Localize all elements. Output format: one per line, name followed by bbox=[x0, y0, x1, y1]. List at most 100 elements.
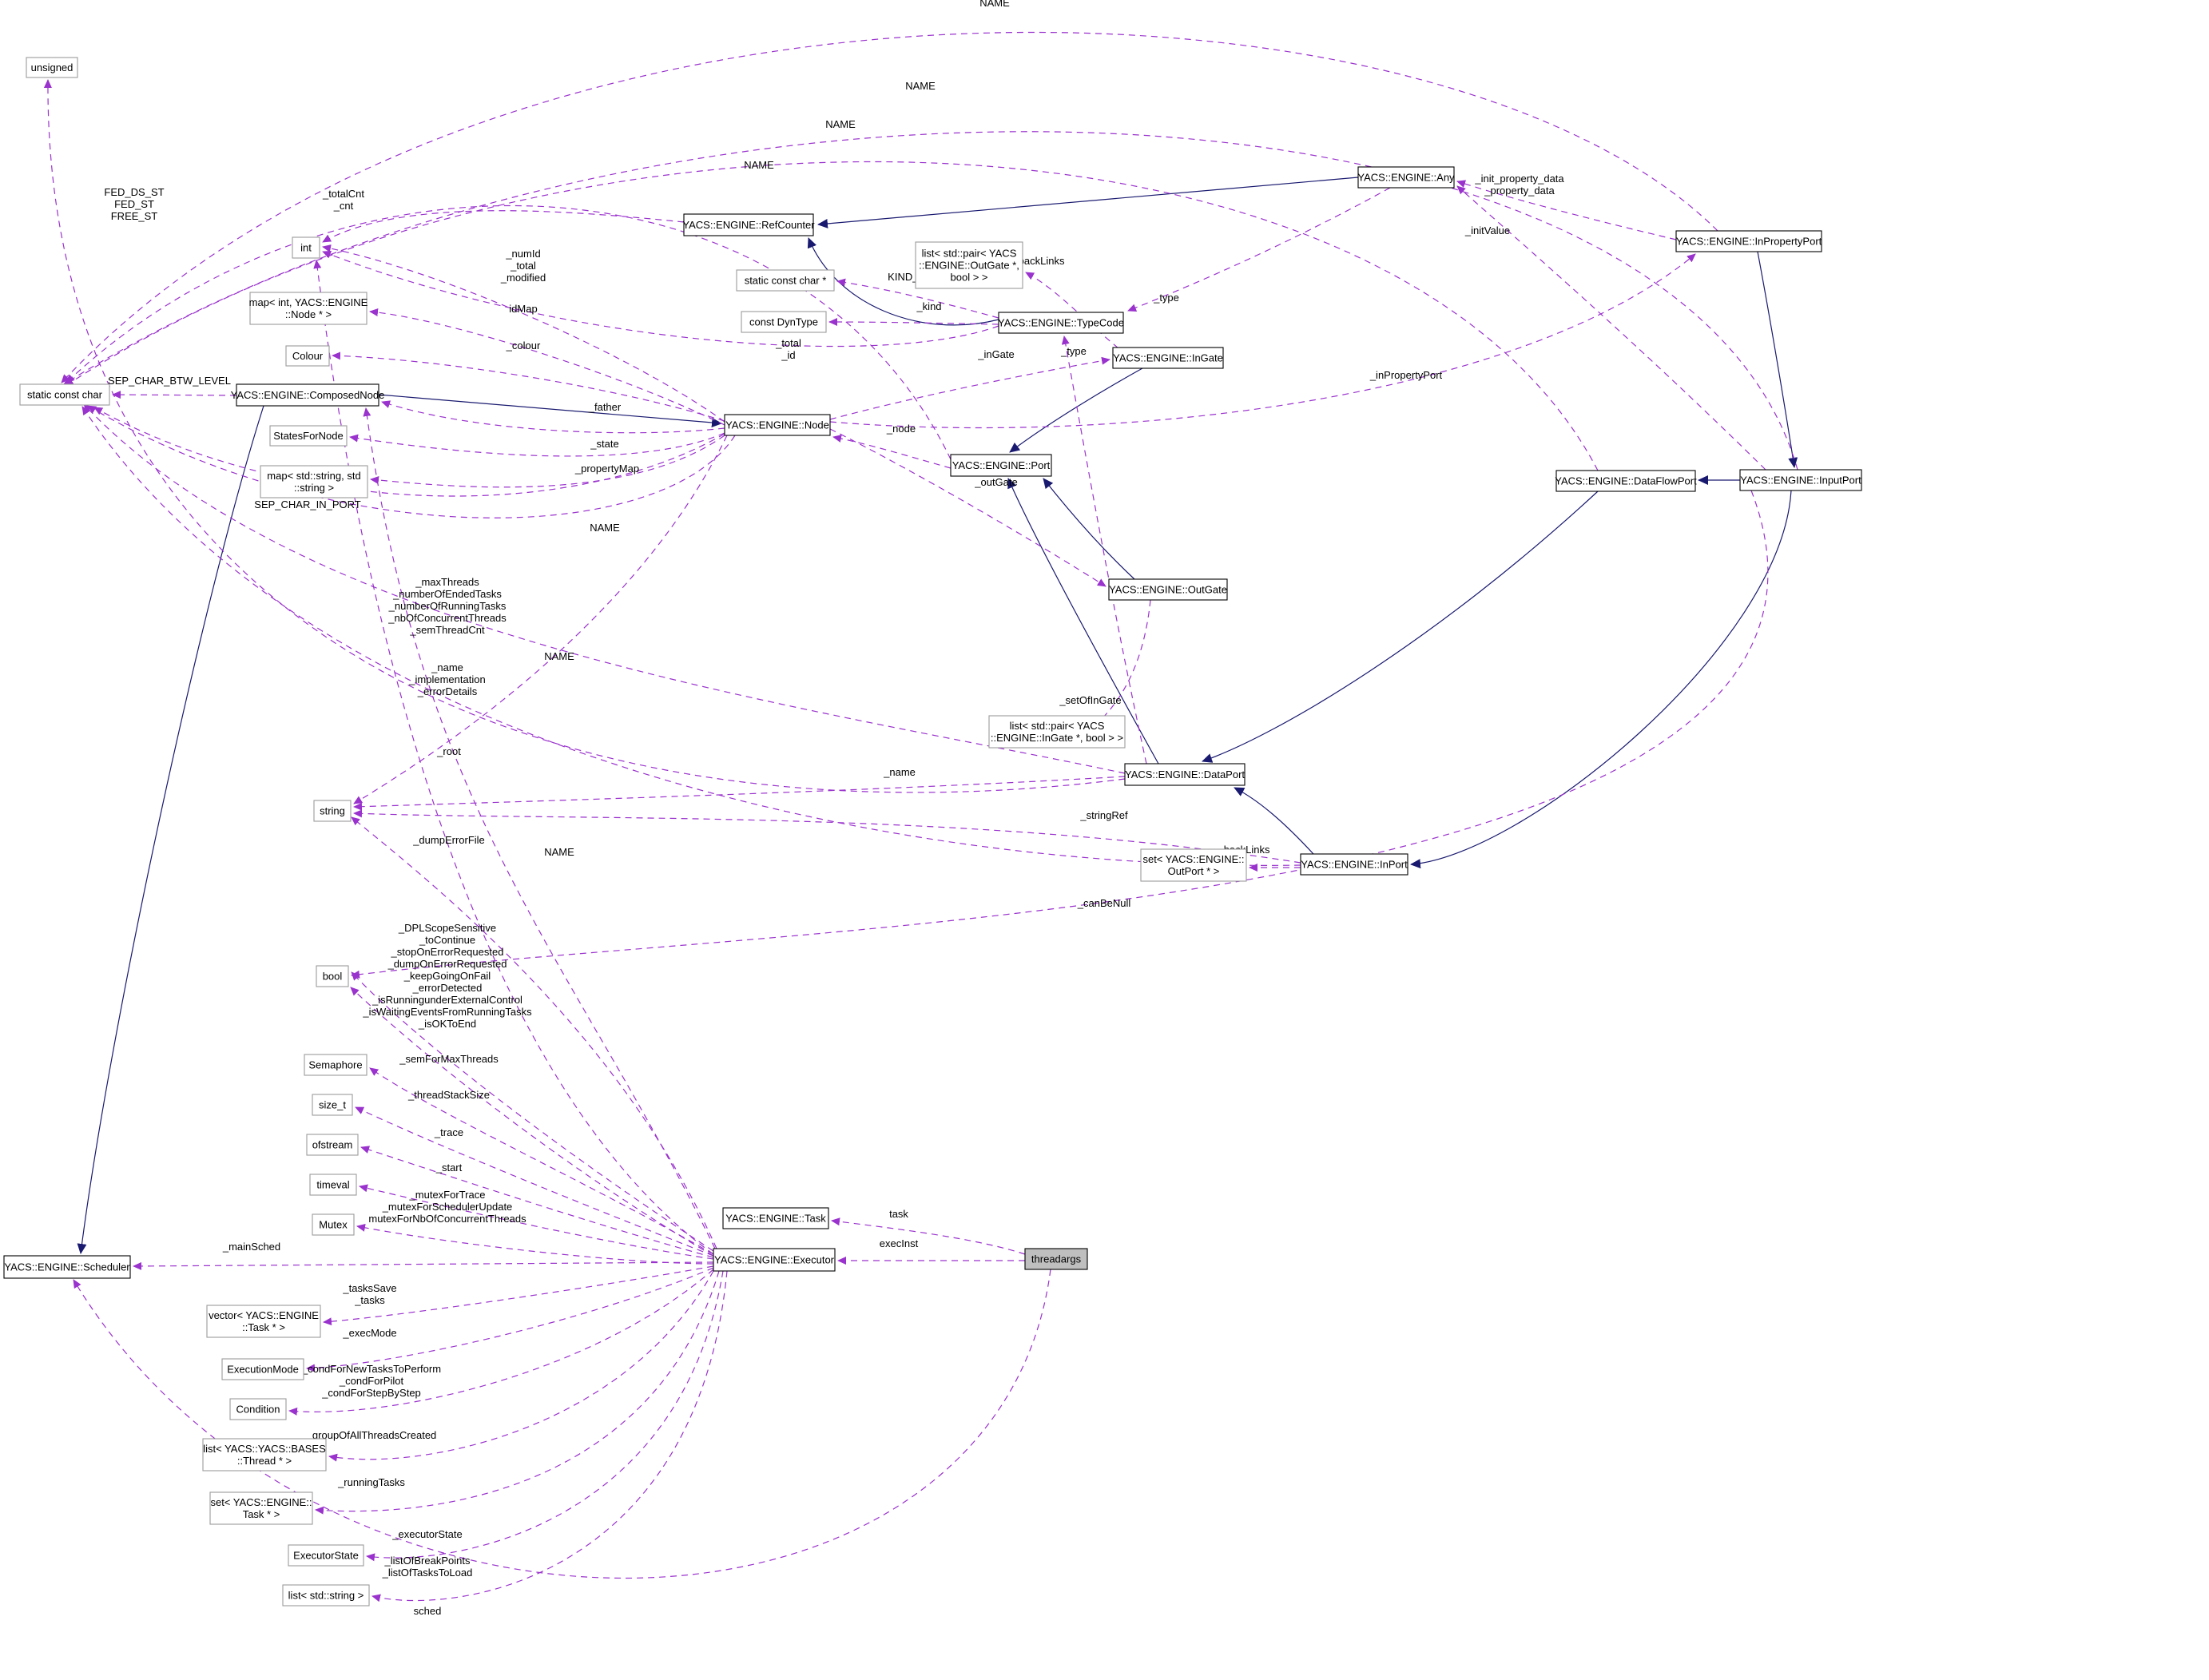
node-box-const-dyntype[interactable] bbox=[741, 311, 827, 333]
node-box-executor-state[interactable] bbox=[288, 1544, 364, 1567]
node-map-int-node[interactable]: map< int, YACS::ENGINE::Node * > bbox=[249, 292, 368, 325]
node-box-string[interactable] bbox=[313, 800, 352, 822]
node-executor-state[interactable]: ExecutorState bbox=[288, 1544, 364, 1567]
node-vector-task[interactable]: vector< YACS::ENGINE::Task * > bbox=[206, 1305, 321, 1338]
node-box-unsigned[interactable] bbox=[26, 57, 78, 78]
node-box-static-const-char[interactable] bbox=[19, 383, 110, 406]
node-colour[interactable]: Colour bbox=[285, 345, 330, 367]
node-box-list-pair-outgate[interactable] bbox=[915, 241, 1023, 289]
node-box-executor[interactable] bbox=[713, 1248, 836, 1272]
node-box-threadargs[interactable] bbox=[1024, 1248, 1088, 1270]
node-box-port[interactable] bbox=[950, 454, 1052, 477]
node-box-mutex[interactable] bbox=[312, 1213, 355, 1236]
edge-executor-to-list-thread bbox=[328, 1270, 714, 1462]
node-timeval[interactable]: timeval bbox=[309, 1174, 357, 1196]
node-threadargs[interactable]: threadargs bbox=[1024, 1248, 1088, 1270]
node-label-threadargs: threadargs bbox=[1031, 1253, 1082, 1265]
node-box-ingate[interactable] bbox=[1112, 347, 1224, 369]
edge-label: task bbox=[889, 1208, 908, 1220]
node-semaphore[interactable]: Semaphore bbox=[304, 1054, 368, 1076]
node-box-inputport[interactable] bbox=[1739, 469, 1862, 491]
node-node[interactable]: YACS::ENGINE::Node bbox=[724, 414, 831, 436]
node-inpropertyport[interactable]: YACS::ENGINE::InPropertyPort bbox=[1675, 230, 1822, 252]
node-box-any[interactable] bbox=[1357, 166, 1455, 189]
edge-node-to-colour bbox=[332, 351, 725, 422]
node-box-composed-node[interactable] bbox=[236, 383, 379, 407]
node-box-set-outport[interactable] bbox=[1140, 848, 1247, 882]
node-any[interactable]: YACS::ENGINE::Any bbox=[1357, 166, 1455, 189]
node-box-static-const-char-ptr[interactable] bbox=[736, 269, 835, 292]
node-map-str-str[interactable]: map< std::string, std::string > bbox=[260, 465, 368, 498]
node-scheduler[interactable]: YACS::ENGINE::Scheduler bbox=[3, 1255, 131, 1279]
node-ingate[interactable]: YACS::ENGINE::InGate bbox=[1112, 347, 1224, 369]
node-box-colour[interactable] bbox=[285, 345, 330, 367]
node-box-map-str-str[interactable] bbox=[260, 465, 368, 498]
node-box-int[interactable] bbox=[292, 236, 320, 259]
edge-executor-to-scheduler bbox=[133, 1261, 714, 1270]
node-list-pair-ingate[interactable]: list< std::pair< YACS::ENGINE::InGate *,… bbox=[988, 715, 1126, 749]
node-box-inpropertyport[interactable] bbox=[1675, 230, 1822, 252]
node-box-semaphore[interactable] bbox=[304, 1054, 368, 1076]
node-box-timeval[interactable] bbox=[309, 1174, 357, 1196]
node-label-execution-mode: ExecutionMode bbox=[227, 1364, 299, 1376]
node-box-map-int-node[interactable] bbox=[249, 292, 368, 325]
node-dataflowport[interactable]: YACS::ENGINE::DataFlowPort bbox=[1555, 470, 1697, 492]
node-size-t[interactable]: size_t bbox=[312, 1094, 353, 1116]
node-task[interactable]: YACS::ENGINE::Task bbox=[722, 1207, 829, 1229]
edge-node-to-static-const-char bbox=[87, 405, 736, 518]
node-box-refcounter[interactable] bbox=[683, 213, 814, 236]
edge-executor-to-mutex bbox=[356, 1223, 714, 1265]
node-port[interactable]: YACS::ENGINE::Port bbox=[950, 454, 1052, 477]
node-box-ofstream[interactable] bbox=[306, 1134, 359, 1156]
node-int[interactable]: int bbox=[292, 236, 320, 259]
node-box-vector-task[interactable] bbox=[206, 1305, 321, 1338]
node-static-const-char-ptr[interactable]: static const char * bbox=[736, 269, 835, 292]
node-inputport[interactable]: YACS::ENGINE::InputPort bbox=[1739, 469, 1862, 491]
edge-inpropertyport-to-inputport bbox=[1757, 251, 1798, 468]
node-box-list-pair-ingate[interactable] bbox=[988, 715, 1126, 749]
node-box-execution-mode[interactable] bbox=[221, 1358, 304, 1380]
node-box-dataport[interactable] bbox=[1124, 763, 1246, 786]
node-condition[interactable]: Condition bbox=[229, 1398, 287, 1420]
node-box-inport[interactable] bbox=[1300, 853, 1408, 876]
node-list-pair-outgate[interactable]: list< std::pair< YACS::ENGINE::OutGate *… bbox=[915, 241, 1023, 289]
node-unsigned[interactable]: unsigned bbox=[26, 57, 78, 78]
node-composed-node[interactable]: YACS::ENGINE::ComposedNode bbox=[231, 383, 385, 407]
node-box-outgate[interactable] bbox=[1108, 578, 1228, 601]
node-box-condition[interactable] bbox=[229, 1398, 287, 1420]
node-box-scheduler[interactable] bbox=[3, 1255, 131, 1279]
node-ofstream[interactable]: ofstream bbox=[306, 1134, 359, 1156]
node-box-list-thread[interactable] bbox=[202, 1438, 327, 1471]
node-box-set-task[interactable] bbox=[209, 1491, 313, 1525]
edge-label: _semForMaxThreads bbox=[399, 1053, 499, 1065]
node-set-outport[interactable]: set< YACS::ENGINE::OutPort * > bbox=[1140, 848, 1247, 882]
node-box-bool[interactable] bbox=[316, 965, 349, 987]
node-box-typecode[interactable] bbox=[998, 312, 1124, 334]
node-set-task[interactable]: set< YACS::ENGINE::Task * > bbox=[209, 1491, 313, 1525]
node-dataport[interactable]: YACS::ENGINE::DataPort bbox=[1124, 763, 1246, 786]
node-list-thread[interactable]: list< YACS::YACS::BASES::Thread * > bbox=[202, 1438, 327, 1471]
node-states-for-node[interactable]: StatesForNode bbox=[269, 425, 348, 447]
node-label-any: YACS::ENGINE::Any bbox=[1357, 172, 1455, 184]
edge-label: _numId_total_modified bbox=[500, 248, 546, 284]
node-box-node[interactable] bbox=[724, 414, 831, 436]
node-const-dyntype[interactable]: const DynType bbox=[741, 311, 827, 333]
node-box-states-for-node[interactable] bbox=[269, 425, 348, 447]
node-list-string[interactable]: list< std::string > bbox=[282, 1584, 370, 1607]
node-bool[interactable]: bool bbox=[316, 965, 349, 987]
node-mutex[interactable]: Mutex bbox=[312, 1213, 355, 1236]
node-typecode[interactable]: YACS::ENGINE::TypeCode bbox=[998, 312, 1124, 334]
node-outgate[interactable]: YACS::ENGINE::OutGate bbox=[1108, 578, 1228, 601]
node-inport[interactable]: YACS::ENGINE::InPort bbox=[1300, 853, 1408, 876]
node-box-dataflowport[interactable] bbox=[1555, 470, 1696, 492]
node-refcounter[interactable]: YACS::ENGINE::RefCounter bbox=[682, 213, 815, 236]
node-box-size-t[interactable] bbox=[312, 1094, 353, 1116]
node-string[interactable]: string bbox=[313, 800, 352, 822]
node-box-task[interactable] bbox=[722, 1207, 829, 1229]
node-execution-mode[interactable]: ExecutionMode bbox=[221, 1358, 304, 1380]
edge-executor-to-bool bbox=[351, 971, 714, 1252]
node-box-list-string[interactable] bbox=[282, 1584, 370, 1607]
node-executor[interactable]: YACS::ENGINE::Executor bbox=[713, 1248, 836, 1272]
node-static-const-char[interactable]: static const char bbox=[19, 383, 110, 406]
